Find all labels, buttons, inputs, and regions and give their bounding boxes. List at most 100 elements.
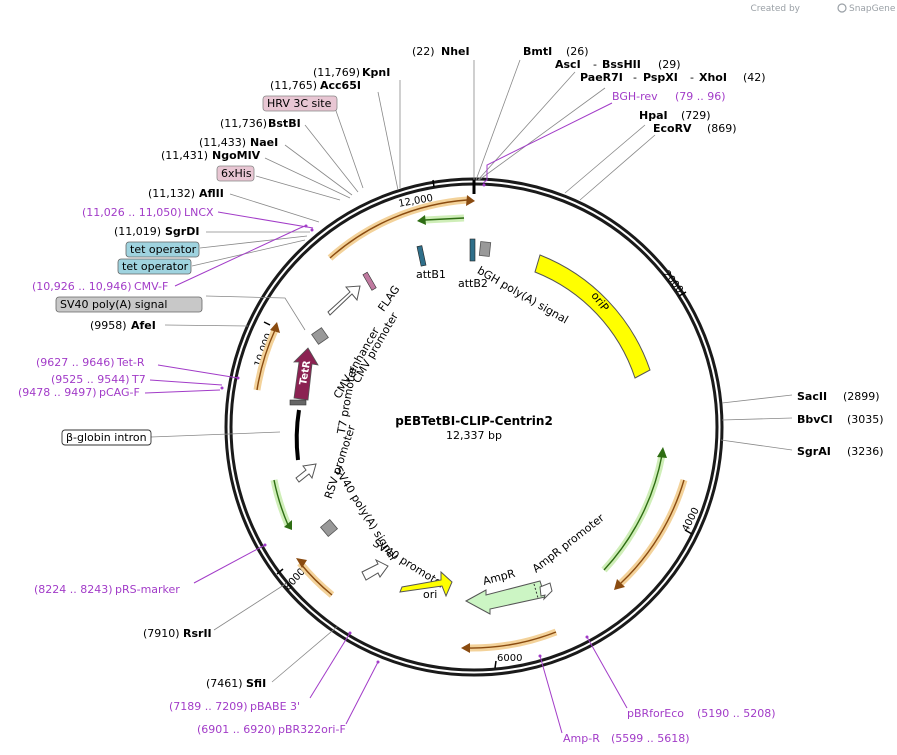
t7-name: T7 (131, 373, 146, 386)
tet-operator-box-1: tet operator (125, 241, 200, 258)
ampr-promoter-arrow (539, 582, 553, 601)
tetr-arrow: TetR (293, 347, 319, 401)
cmv-f-range: (10,926 .. 10,946) (32, 280, 132, 293)
kpni-name: KpnI (362, 66, 390, 79)
afei-name: AfeI (131, 319, 156, 332)
svg-text:β-globin intron: β-globin intron (66, 431, 147, 444)
sv40-polya-outer-box: SV40 poly(A) signal (55, 296, 203, 313)
pbabe3-range: (7189 .. 7209) (169, 700, 248, 713)
sgrdi-name: SgrDI (165, 225, 199, 238)
lncx-name: LNCX (184, 206, 214, 219)
bbvci-name: BbvCI (797, 413, 833, 426)
rsrii-pos: (7910) (143, 627, 180, 640)
bgh-rev-name: BGH-rev (612, 90, 658, 103)
hpai-pos: (729) (681, 109, 711, 122)
pbr322ori-f-range: (6901 .. 6920) (197, 723, 276, 736)
svg-text:ori: ori (423, 588, 437, 601)
sacii-pos: (2899) (843, 390, 880, 403)
ampr-arrow (464, 580, 546, 615)
sgrai-name: SgrAI (797, 445, 831, 458)
tet-operator-box-2: tet operator (117, 258, 192, 275)
amp-r-name: Amp-R (563, 732, 600, 745)
sacii-name: SacII (797, 390, 827, 403)
pcag-f-name: pCAG-F (99, 386, 140, 399)
pspxi-dash: - (690, 71, 694, 84)
bgh-rev-range: (79 .. 96) (675, 90, 726, 103)
rsv-promoter-arrow (295, 463, 317, 483)
svg-text:tet operator: tet operator (122, 260, 189, 273)
brand-name: SnapGene (849, 4, 896, 14)
acc65i-pos: (11,765) (270, 79, 317, 92)
tick-6000: 6000 (494, 653, 522, 669)
ampr-promoter-label: AmpR promoter (530, 511, 607, 575)
orange-arrow-top (327, 195, 475, 261)
map-title: pEBTetBI-CLIP-Centrin2 (395, 414, 553, 428)
paer7i-dash: - (633, 71, 637, 84)
pbr322ori-f-name: pBR322ori-F (278, 723, 346, 736)
kpni-pos: (11,769) (313, 66, 360, 79)
bgh-polya-box (478, 241, 492, 257)
ngomiv-name: NgoMIV (212, 149, 261, 162)
t7-range: (9525 .. 9544) (51, 373, 130, 386)
pbrforeco-name: pBRforEco (627, 707, 684, 720)
sgrdi-pos: (11,019) (114, 225, 161, 238)
pspxi-name: PspXI (643, 71, 678, 84)
green-arrow-left (270, 479, 292, 530)
map-size: 12,337 bp (446, 429, 502, 442)
svg-text:SV40 poly(A) signal: SV40 poly(A) signal (60, 298, 167, 311)
rsrii-name: RsrII (183, 627, 212, 640)
amp-r-range: (5599 .. 5618) (611, 732, 690, 745)
sgrai-pos: (3236) (847, 445, 884, 458)
ecorv-name: EcoRV (653, 122, 692, 135)
acc65i-name: Acc65I (320, 79, 361, 92)
cmv-enhancer-arrow (327, 285, 361, 316)
bbvci-pos: (3035) (847, 413, 884, 426)
orange-arrow-bottom (461, 628, 558, 653)
prs-marker-range: (8224 .. 8243) (34, 583, 113, 596)
nhei-pos: (22) (412, 45, 435, 58)
attb1-label: attB1 (416, 268, 446, 281)
bmti-name: BmtI (523, 45, 552, 58)
svg-text:TetR: TetR (298, 359, 313, 386)
aflii-pos: (11,132) (148, 187, 195, 200)
ecorv-pos: (869) (707, 122, 737, 135)
leader-lines (144, 59, 793, 734)
pbrforeco-range: (5190 .. 5208) (697, 707, 776, 720)
lncx-range: (11,026 .. 11,050) (82, 206, 182, 219)
sv40-polya-inner-box (319, 518, 339, 538)
svg-text:6000: 6000 (497, 653, 522, 664)
svg-text:HRV 3C site: HRV 3C site (267, 97, 332, 110)
paer7i-name: PaeR7I (580, 71, 623, 84)
hrv3c-box: HRV 3C site (262, 95, 338, 112)
beta-globin-bar (294, 409, 301, 461)
tet-r-name: Tet-R (116, 356, 145, 369)
beta-globin-box: β-globin intron (61, 429, 152, 446)
flag-marker (362, 271, 377, 291)
bmti-pos: (26) (566, 45, 589, 58)
svg-text:2000: 2000 (661, 269, 685, 296)
sfii-pos: (7461) (206, 677, 243, 690)
ori-arrow: ori (399, 570, 453, 601)
besshii-name: BssHII (602, 58, 641, 71)
green-arrow-right (601, 447, 667, 573)
sfii-name: SfiI (246, 677, 266, 690)
orange-arrow-right (614, 479, 688, 590)
afei-pos: (9958) (90, 319, 127, 332)
svg-text:tet operator: tet operator (130, 243, 197, 256)
sixhis-box: 6xHis (216, 165, 255, 182)
xhoi-name: XhoI (699, 71, 727, 84)
ngomiv-pos: (11,431) (161, 149, 208, 162)
orange-arrow-left-upper (253, 322, 280, 391)
pbabe3-name: pBABE 3' (250, 700, 300, 713)
tet-r-range: (9627 .. 9646) (36, 356, 115, 369)
ampr-label: AmpR (481, 567, 516, 588)
hpai-name: HpaI (639, 109, 668, 122)
green-arrow-top (417, 214, 465, 225)
asci-name: AscI (555, 58, 581, 71)
prs-marker-name: pRS-marker (115, 583, 180, 596)
attb2-label: attB2 (458, 277, 488, 290)
brand-prefix: Created by (750, 4, 800, 14)
asci-dash: - (593, 58, 597, 71)
flag-label: FLAG (375, 283, 402, 314)
svg-text:6xHis: 6xHis (221, 167, 252, 180)
